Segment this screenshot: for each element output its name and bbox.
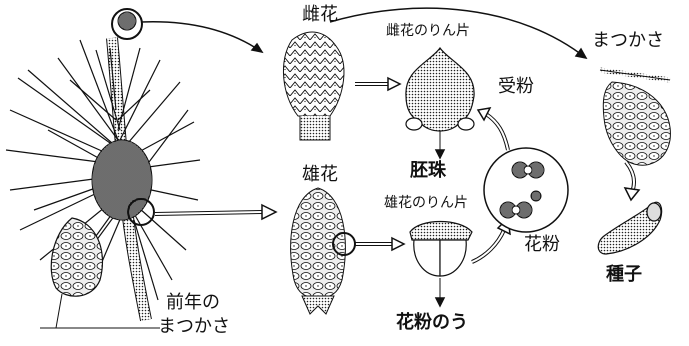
pollen-sac-left xyxy=(413,239,441,277)
label-pollen-sac: 花粉のう xyxy=(396,312,468,333)
previous-year-cone xyxy=(50,217,104,297)
shoot-tip-female-flower xyxy=(117,11,137,31)
label-previous-cone-line1: 前年の xyxy=(166,292,220,313)
female-flower-highlight-circle xyxy=(111,8,143,40)
arrow-to-female-flower xyxy=(140,21,263,53)
label-male-flower: 雄花 xyxy=(302,164,338,185)
male-scale-illustration xyxy=(409,221,473,277)
female-flower-illustration xyxy=(282,31,345,141)
male-flower-illustration xyxy=(290,187,356,315)
pollen-sac-right xyxy=(439,239,467,277)
seed-illustration xyxy=(597,201,663,255)
male-flower-cluster xyxy=(91,139,153,221)
label-pollen: 花粉 xyxy=(524,234,560,255)
label-female-flower: 雌花 xyxy=(302,4,338,25)
pine-branch xyxy=(5,8,201,329)
label-male-scale: 雄花のりん片 xyxy=(384,195,468,211)
label-pine-cone: まつかさ xyxy=(592,30,664,51)
label-ovule: 胚珠 xyxy=(410,160,446,181)
label-previous-cone-line2: まつかさ xyxy=(158,316,230,337)
ovule-right xyxy=(457,117,475,131)
female-scale-illustration xyxy=(405,46,475,132)
label-pollination: 受粉 xyxy=(498,76,534,97)
arrow-to-pine-cone xyxy=(329,7,587,59)
arrows xyxy=(140,7,641,308)
male-flower-highlight-circle xyxy=(127,198,155,226)
male-scale-highlight-circle xyxy=(332,232,356,256)
label-female-scale: 雌花のりん片 xyxy=(386,23,470,39)
pine-cone-illustration xyxy=(599,67,671,166)
ovule-left xyxy=(405,117,423,131)
label-seed: 種子 xyxy=(606,264,642,285)
previous-cone-leader xyxy=(40,293,63,329)
pollen-illustration xyxy=(483,147,569,233)
arrow-to-pollen xyxy=(471,229,506,264)
arrow-pollination xyxy=(484,112,510,151)
